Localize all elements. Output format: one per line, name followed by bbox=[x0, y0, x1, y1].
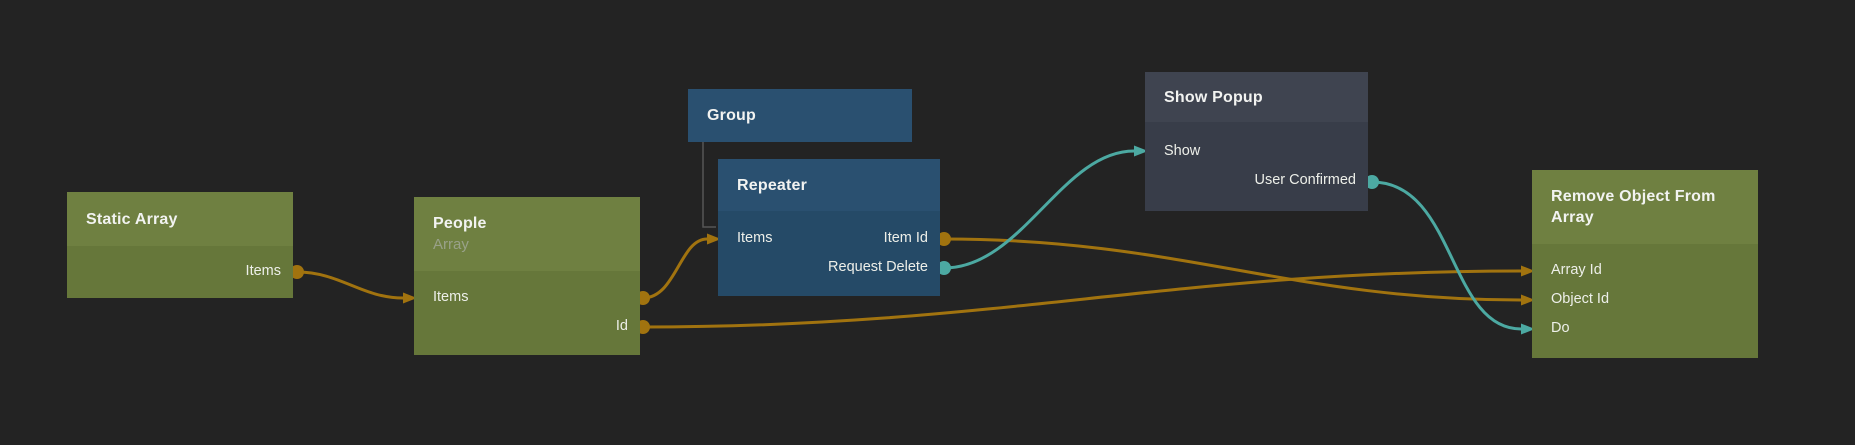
node-body: Show User Confirmed bbox=[1145, 122, 1368, 211]
node-title: People bbox=[433, 215, 487, 232]
port-remove-do[interactable]: Do bbox=[1551, 320, 1570, 337]
port-row: User Confirmed bbox=[1145, 166, 1368, 195]
node-title: Repeater bbox=[737, 176, 808, 194]
port-static-array-items[interactable]: Items bbox=[245, 263, 281, 280]
node-header[interactable]: People Array bbox=[414, 197, 640, 271]
port-row: Items Item Id bbox=[718, 224, 940, 253]
port-dot-repeater-request-delete-output[interactable] bbox=[937, 261, 951, 275]
port-repeater-item-id[interactable]: Item Id bbox=[883, 230, 928, 247]
wire-people-items-to-repeater-items[interactable] bbox=[642, 237, 708, 300]
wire-people-id-to-remove-array-id[interactable] bbox=[642, 269, 1522, 329]
node-title: Group bbox=[707, 107, 756, 124]
arrow-remove-do-input-icon bbox=[1521, 323, 1535, 335]
node-subtitle: Array bbox=[433, 236, 469, 253]
node-header[interactable]: Remove Object From Array bbox=[1532, 170, 1758, 244]
arrow-remove-object-id-input-icon bbox=[1521, 294, 1535, 306]
port-remove-object-id[interactable]: Object Id bbox=[1551, 291, 1610, 308]
node-static-array[interactable]: Static Array Items bbox=[67, 192, 293, 298]
node-header[interactable]: Repeater bbox=[718, 159, 940, 211]
wire-static-array-items-to-people-items[interactable] bbox=[296, 270, 404, 300]
node-title: Static Array bbox=[86, 210, 178, 228]
port-remove-array-id[interactable]: Array Id bbox=[1551, 262, 1602, 279]
node-body: Items Item Id Request Delete bbox=[718, 211, 940, 296]
port-row: Id bbox=[414, 312, 640, 341]
arrow-remove-array-id-input-icon bbox=[1521, 265, 1535, 277]
port-dot-show-popup-user-confirmed-output[interactable] bbox=[1365, 175, 1379, 189]
wire-repeater-request-delete-to-show-popup-show[interactable] bbox=[943, 149, 1135, 270]
port-row: Do bbox=[1532, 314, 1758, 343]
port-dot-repeater-item-id-output[interactable] bbox=[937, 232, 951, 246]
port-show-popup-show[interactable]: Show bbox=[1164, 143, 1201, 160]
node-remove-object-from-array[interactable]: Remove Object From Array Array Id Object… bbox=[1532, 170, 1758, 358]
node-repeater[interactable]: Repeater Items Item Id Request Delete bbox=[718, 159, 940, 296]
node-body: Items Id bbox=[414, 271, 640, 355]
port-row: Show bbox=[1145, 137, 1368, 166]
port-row: Array Id bbox=[1532, 256, 1758, 285]
node-people[interactable]: People Array Items Id bbox=[414, 197, 640, 355]
port-row: Object Id bbox=[1532, 285, 1758, 314]
port-dot-static-array-items-output[interactable] bbox=[290, 265, 304, 279]
node-header[interactable]: Static Array bbox=[67, 192, 293, 246]
node-title: Remove Object From Array bbox=[1551, 188, 1716, 226]
port-show-popup-user-confirmed[interactable]: User Confirmed bbox=[1254, 172, 1356, 189]
arrow-people-items-input-icon bbox=[403, 292, 417, 304]
node-body: Items bbox=[67, 246, 293, 298]
port-repeater-items[interactable]: Items bbox=[737, 230, 773, 247]
port-people-id[interactable]: Id bbox=[615, 318, 628, 335]
port-row: Items bbox=[67, 257, 293, 286]
node-body: Array Id Object Id Do bbox=[1532, 244, 1758, 358]
node-header[interactable]: Group bbox=[688, 89, 912, 142]
arrow-show-popup-show-input-icon bbox=[1134, 145, 1148, 157]
node-title: Show Popup bbox=[1164, 88, 1263, 106]
port-row: Request Delete bbox=[718, 253, 940, 282]
node-show-popup[interactable]: Show Popup Show User Confirmed bbox=[1145, 72, 1368, 211]
port-people-items[interactable]: Items bbox=[433, 289, 469, 306]
port-row: Items bbox=[414, 283, 640, 312]
group-child-connector bbox=[702, 142, 716, 228]
wire-show-popup-user-confirmed-to-remove-do[interactable] bbox=[1371, 180, 1522, 331]
node-group[interactable]: Group bbox=[688, 89, 912, 142]
wire-repeater-item-id-to-remove-object-id[interactable] bbox=[943, 237, 1522, 302]
port-repeater-request-delete[interactable]: Request Delete bbox=[828, 259, 928, 276]
arrow-repeater-items-input-icon bbox=[707, 233, 721, 245]
node-header[interactable]: Show Popup bbox=[1145, 72, 1368, 122]
